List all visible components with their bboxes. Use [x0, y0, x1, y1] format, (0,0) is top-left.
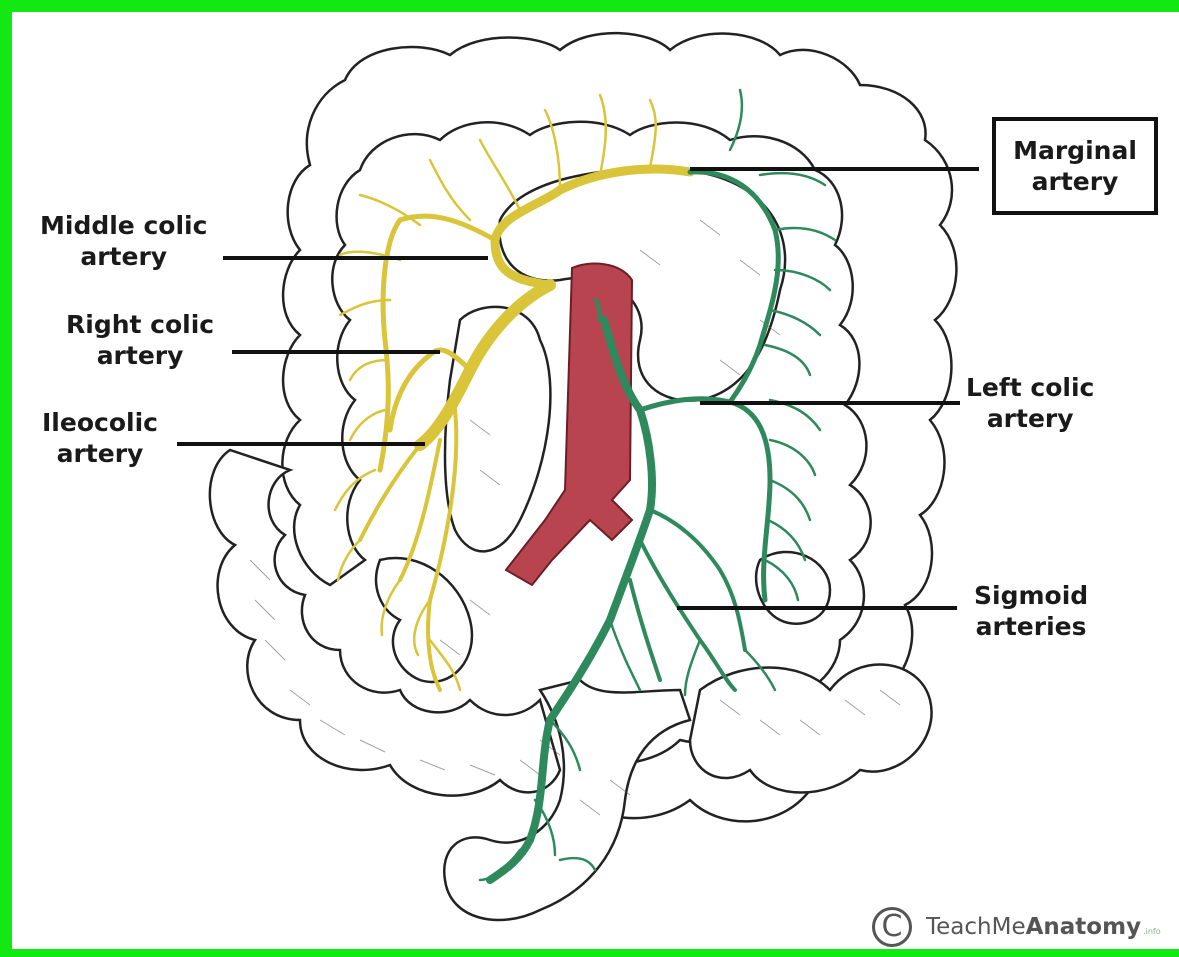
label-line: Ileocolic [42, 407, 158, 438]
label-line: Right colic [66, 309, 214, 340]
label-line: Sigmoid [974, 580, 1088, 611]
label-left-colic-artery: Left colic artery [966, 372, 1094, 434]
label-sigmoid-arteries: Sigmoid arteries [974, 580, 1088, 642]
label-line: artery [40, 241, 207, 272]
brand-bold: Anatomy [1026, 914, 1141, 940]
label-line: artery [1013, 166, 1137, 197]
label-right-colic-artery: Right colic artery [66, 309, 214, 371]
label-line: Marginal [1013, 135, 1137, 166]
label-line: artery [66, 340, 214, 371]
brand-regular: TeachMe [926, 914, 1026, 940]
label-line: artery [966, 403, 1094, 434]
label-middle-colic-artery: Middle colic artery [40, 210, 207, 272]
teachmeanatomy-watermark: C TeachMe Anatomy .info [872, 904, 1161, 950]
label-line: arteries [974, 611, 1088, 642]
label-line: Left colic [966, 372, 1094, 403]
copyright-icon: C [872, 907, 912, 947]
label-marginal-artery: Marginal artery [992, 117, 1158, 215]
copyright-symbol: C [882, 912, 903, 942]
label-ileocolic-artery: Ileocolic artery [42, 407, 158, 469]
watermark-text: TeachMe Anatomy .info [926, 914, 1161, 940]
brand-suffix: .info [1143, 927, 1161, 936]
label-line: artery [42, 438, 158, 469]
label-line: Middle colic [40, 210, 207, 241]
